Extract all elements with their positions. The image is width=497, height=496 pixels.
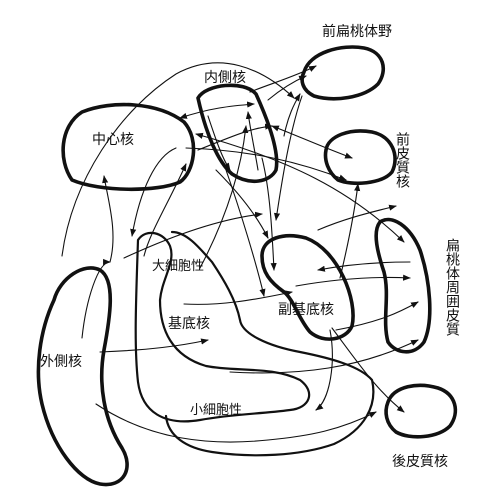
projection-arrow (267, 75, 307, 101)
label-central-nucleus: 中心核 (92, 132, 134, 148)
central-nucleus-outline (61, 102, 196, 192)
label-magnocellular: 大細胞性 (152, 259, 204, 274)
label-parvocellular: 小細胞性 (190, 403, 242, 418)
label-anterior-cortical-nucleus: 前皮質核 (394, 131, 410, 188)
projection-arrow (273, 95, 303, 221)
projection-arrow (317, 261, 411, 272)
projection-arrow (283, 93, 301, 137)
label-medial-nucleus: 内側核 (204, 70, 246, 86)
anterior-amygdaloid-area-outline (300, 45, 386, 101)
lateral-nucleus-outline (36, 266, 129, 487)
medial-nucleus-outline (196, 83, 279, 183)
accessory-basal-nucleus-outline (260, 233, 355, 341)
label-anterior-amygdaloid-area: 前扁桃体野 (322, 23, 392, 40)
projection-arrow (317, 204, 397, 231)
projection-arrow (245, 111, 259, 171)
label-accessory-basal-nucleus: 副基底核 (278, 301, 334, 318)
label-lateral-nucleus: 外側核 (40, 354, 82, 370)
projection-arrow (315, 329, 333, 411)
anterior-cortical-nucleus-outline (323, 129, 397, 186)
projection-arrow (102, 175, 114, 263)
posterior-cortical-nucleus-outline (384, 383, 458, 439)
projection-arrow (95, 403, 377, 443)
projection-arrow (179, 101, 255, 119)
basal-parvocellular-outline (164, 230, 375, 457)
projection-arrow (335, 301, 419, 331)
projection-arrow (339, 183, 361, 279)
projection-arrow (229, 339, 419, 374)
projection-arrow (183, 290, 293, 305)
basal-magnocellular-outline (134, 231, 311, 423)
projection-arrow (295, 274, 411, 287)
projection-arrow (81, 258, 111, 339)
periamygdaloid-cortex-outline (374, 217, 432, 354)
projection-arrow (271, 125, 353, 159)
projection-arrow (123, 211, 263, 259)
projection-arrow (331, 327, 405, 413)
projection-arrow (249, 65, 317, 93)
projection-arrow (195, 132, 405, 243)
projection-arrow (130, 147, 177, 237)
label-periamygdaloid-cortex: 扁桃体周囲皮質 (444, 238, 460, 337)
label-basal-nucleus: 基底核 (168, 315, 210, 332)
projection-arrow (99, 338, 209, 353)
projection-arrow (225, 169, 266, 297)
label-posterior-cortical-nucleus: 後皮質核 (392, 454, 448, 470)
projection-arrow (143, 163, 187, 257)
projection-arrow (61, 62, 295, 257)
